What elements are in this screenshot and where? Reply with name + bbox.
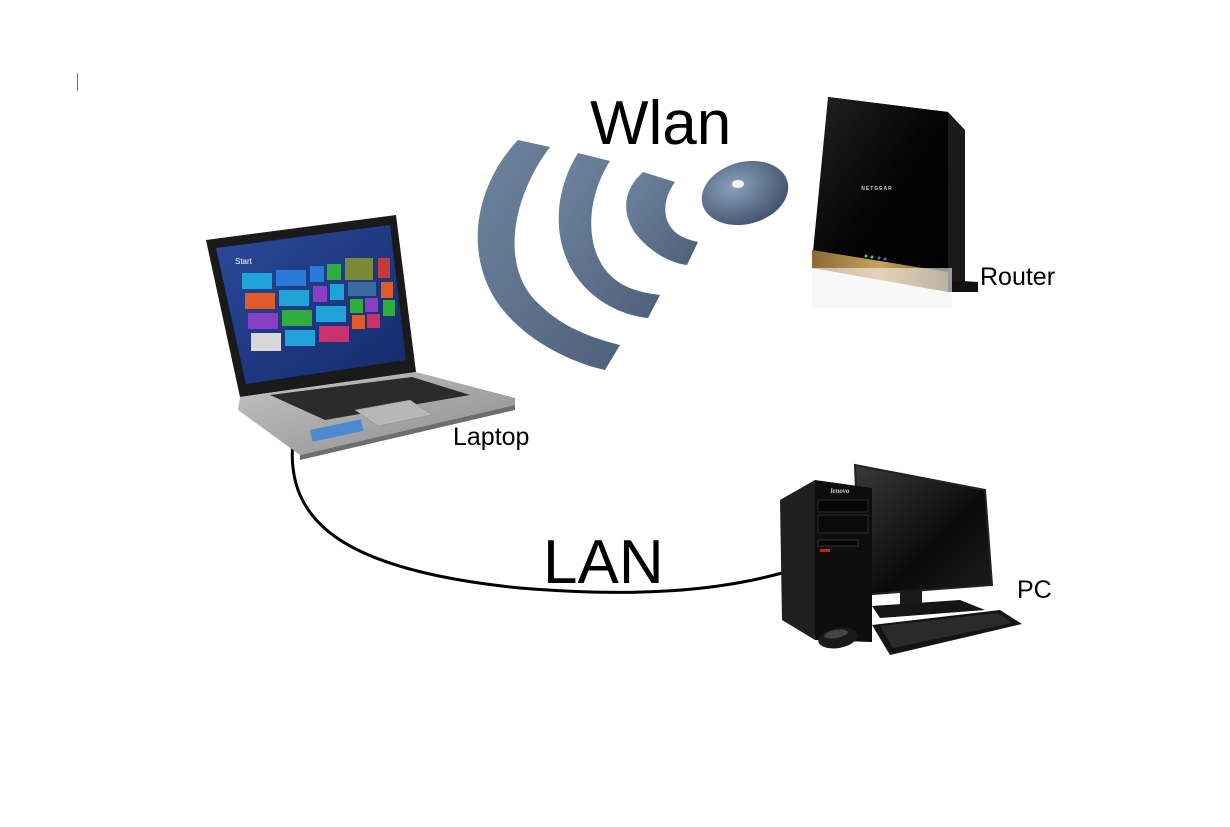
router-brand: NETGEAR [861, 186, 892, 192]
pc-brand: lenovo [830, 487, 850, 495]
wifi-arc-outer [477, 140, 620, 370]
pc-image: lenovo [780, 463, 1022, 655]
router-label: Router [980, 263, 1056, 291]
wifi-arc-middle [558, 153, 660, 318]
laptop-screen-title: Start [235, 257, 253, 266]
start-screen-tiles [242, 258, 395, 351]
laptop-label: Laptop [453, 423, 530, 451]
pc-label: PC [1017, 576, 1052, 604]
wlan-label: Wlan [590, 89, 732, 158]
router-image: NETGEAR [812, 97, 978, 308]
lan-cable [290, 439, 783, 594]
wifi-icon [477, 140, 789, 370]
laptop-image: Start [206, 215, 515, 460]
wifi-arc-inner [626, 172, 698, 265]
text-cursor [77, 73, 78, 91]
lan-label: LAN [543, 528, 664, 597]
wifi-dot [701, 160, 789, 226]
